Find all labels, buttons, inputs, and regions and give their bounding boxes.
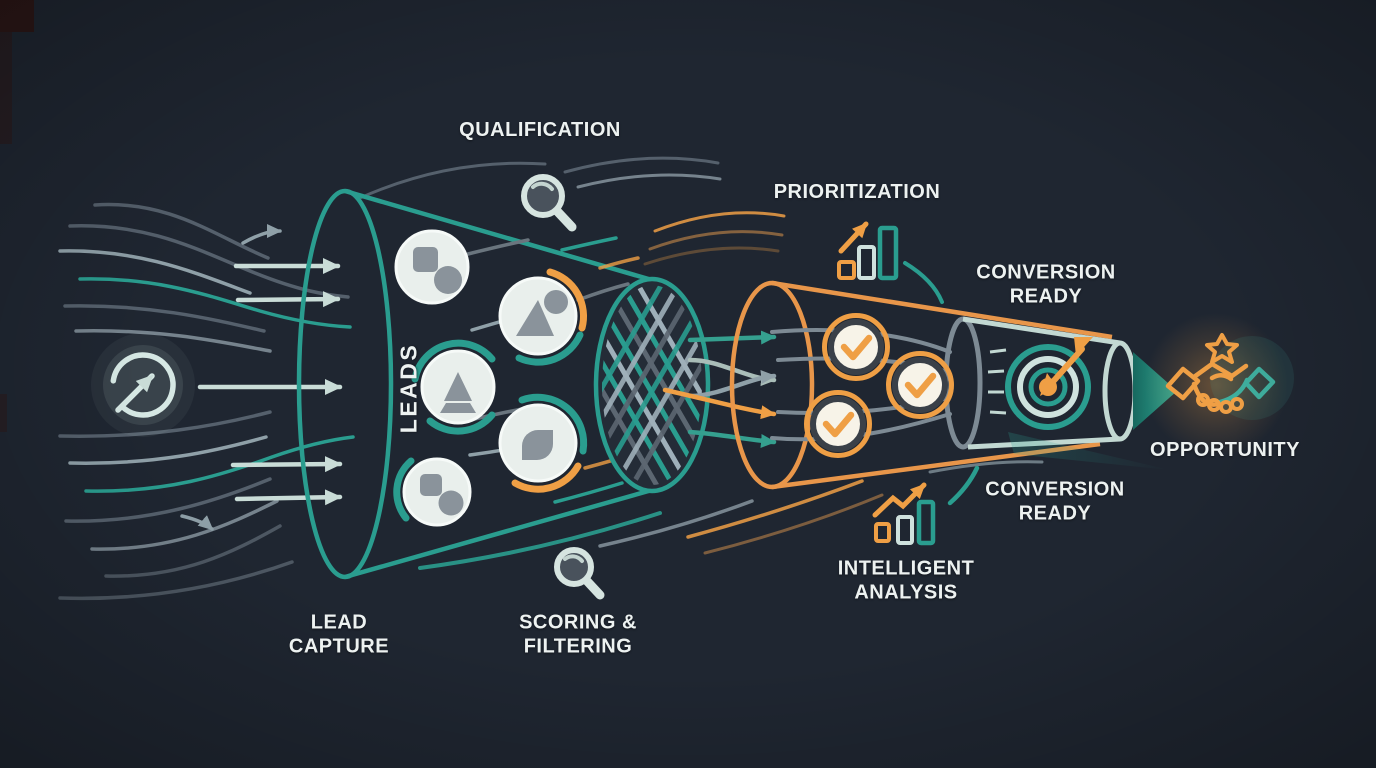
label-lead-capture: LEAD CAPTURE (288, 611, 390, 657)
label-leads: LEADS (395, 342, 422, 434)
label-scoring-filtering: SCORING & FILTERING (519, 611, 637, 657)
label-qualification: QUALIFICATION (459, 119, 621, 142)
label-intelligent-analysis: INTELLIGENT ANALYSIS (837, 557, 975, 603)
label-prioritization: PRIORITIZATION (773, 181, 941, 204)
label-conversion-ready-top: CONVERSION READY (976, 261, 1116, 307)
label-opportunity: OPPORTUNITY (1150, 439, 1300, 462)
label-conversion-ready-bottom: CONVERSION READY (985, 478, 1125, 524)
